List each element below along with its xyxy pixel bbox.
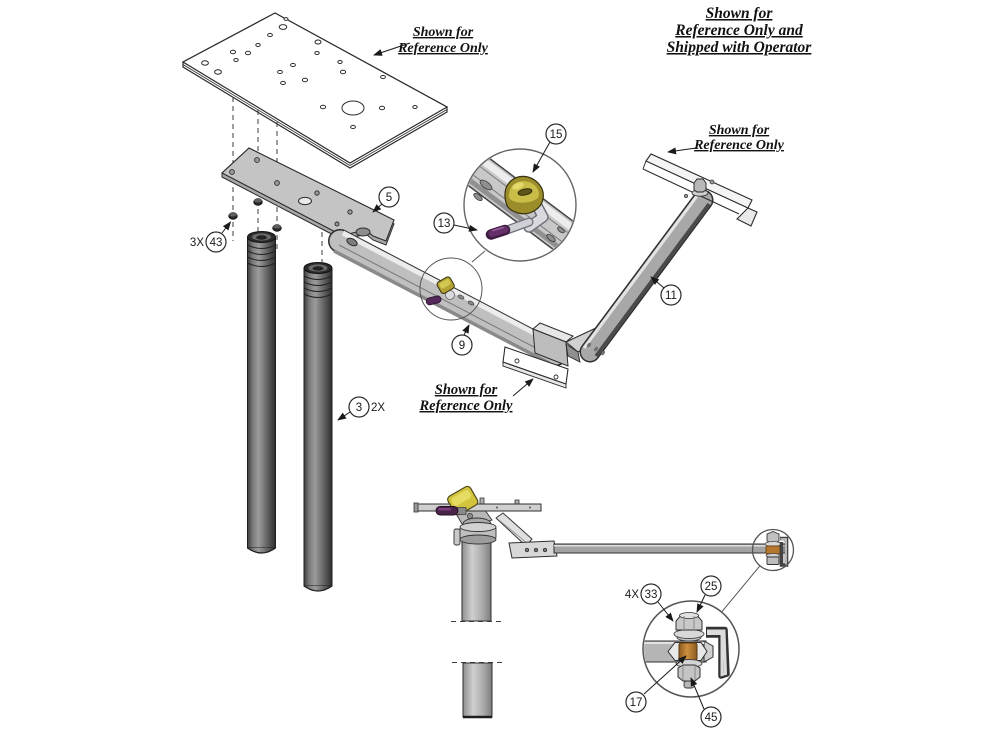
note-operator-line1: Shown for <box>706 5 774 22</box>
note-right-bracket-line1: Shown for <box>709 123 770 138</box>
note-operator-line3: Shipped with Operator <box>667 39 813 56</box>
note-bottom-bracket-line1: Shown for <box>435 382 498 398</box>
note-operator-line2: Reference Only and <box>674 22 803 39</box>
callout-13-number: 13 <box>438 218 451 230</box>
detail-circle-pivot <box>642 600 740 698</box>
note-top-plate-line2: Reference Only <box>397 41 489 56</box>
work-surface-plate <box>181 12 449 169</box>
callout-15-number: 15 <box>550 129 563 141</box>
callout-3: 3 2X <box>337 396 385 421</box>
callout-43-qty: 3X <box>190 237 204 249</box>
plate-holes <box>201 17 418 130</box>
callout-45-number: 45 <box>705 712 718 724</box>
callout-25: 25 <box>696 575 722 613</box>
callout-11: 11 <box>650 276 682 306</box>
callout-43: 43 3X <box>190 221 232 253</box>
note-right-bracket: Shown for Reference Only <box>667 123 785 155</box>
notes-layer: Shown for Reference Only Shown for Refer… <box>373 5 813 414</box>
callout-15: 15 <box>532 123 567 173</box>
callout-11-number: 11 <box>665 290 677 302</box>
note-bottom-bracket: Shown for Reference Only <box>418 378 534 414</box>
clamp-on-arm <box>419 250 486 321</box>
callout-33-qty: 4X <box>625 589 639 601</box>
mounting-plate-5 <box>221 147 395 246</box>
note-top-plate: Shown for Reference Only <box>373 25 489 56</box>
callout-17: 17 <box>625 655 687 713</box>
callout-9: 9 <box>451 324 473 356</box>
callout-5-number: 5 <box>386 192 392 204</box>
leg-tube-right <box>303 262 333 592</box>
callout-3-number: 3 <box>356 402 362 414</box>
side-view-assembly <box>413 485 795 719</box>
callout-3-qty: 2X <box>371 402 385 414</box>
note-operator: Shown for Reference Only and Shipped wit… <box>667 5 813 56</box>
leg-tube-left <box>247 231 276 554</box>
lock-nuts-43 <box>228 198 282 232</box>
rear-arm-11 <box>579 189 714 363</box>
arm-top-bolt <box>684 178 715 198</box>
detail-circle-clamp <box>463 148 577 262</box>
note-right-bracket-line2: Reference Only <box>693 138 785 153</box>
note-top-plate-line1: Shown for <box>413 25 474 40</box>
callout-5: 5 <box>372 186 400 213</box>
callouts-layer: 5 43 3X 3 2X 9 11 13 <box>190 123 722 728</box>
callout-33-number: 33 <box>645 589 658 601</box>
callout-45: 45 <box>690 677 722 728</box>
callout-17-number: 17 <box>630 697 643 709</box>
callout-9-number: 9 <box>459 340 465 352</box>
reference-bracket-bottom <box>502 346 569 389</box>
callout-25-number: 25 <box>705 581 718 593</box>
callout-33: 33 4X <box>625 583 674 622</box>
note-bottom-bracket-line2: Reference Only <box>418 398 513 414</box>
callout-43-number: 43 <box>210 237 223 249</box>
arm-end-fastener <box>751 528 795 572</box>
callout-13: 13 <box>433 212 478 234</box>
